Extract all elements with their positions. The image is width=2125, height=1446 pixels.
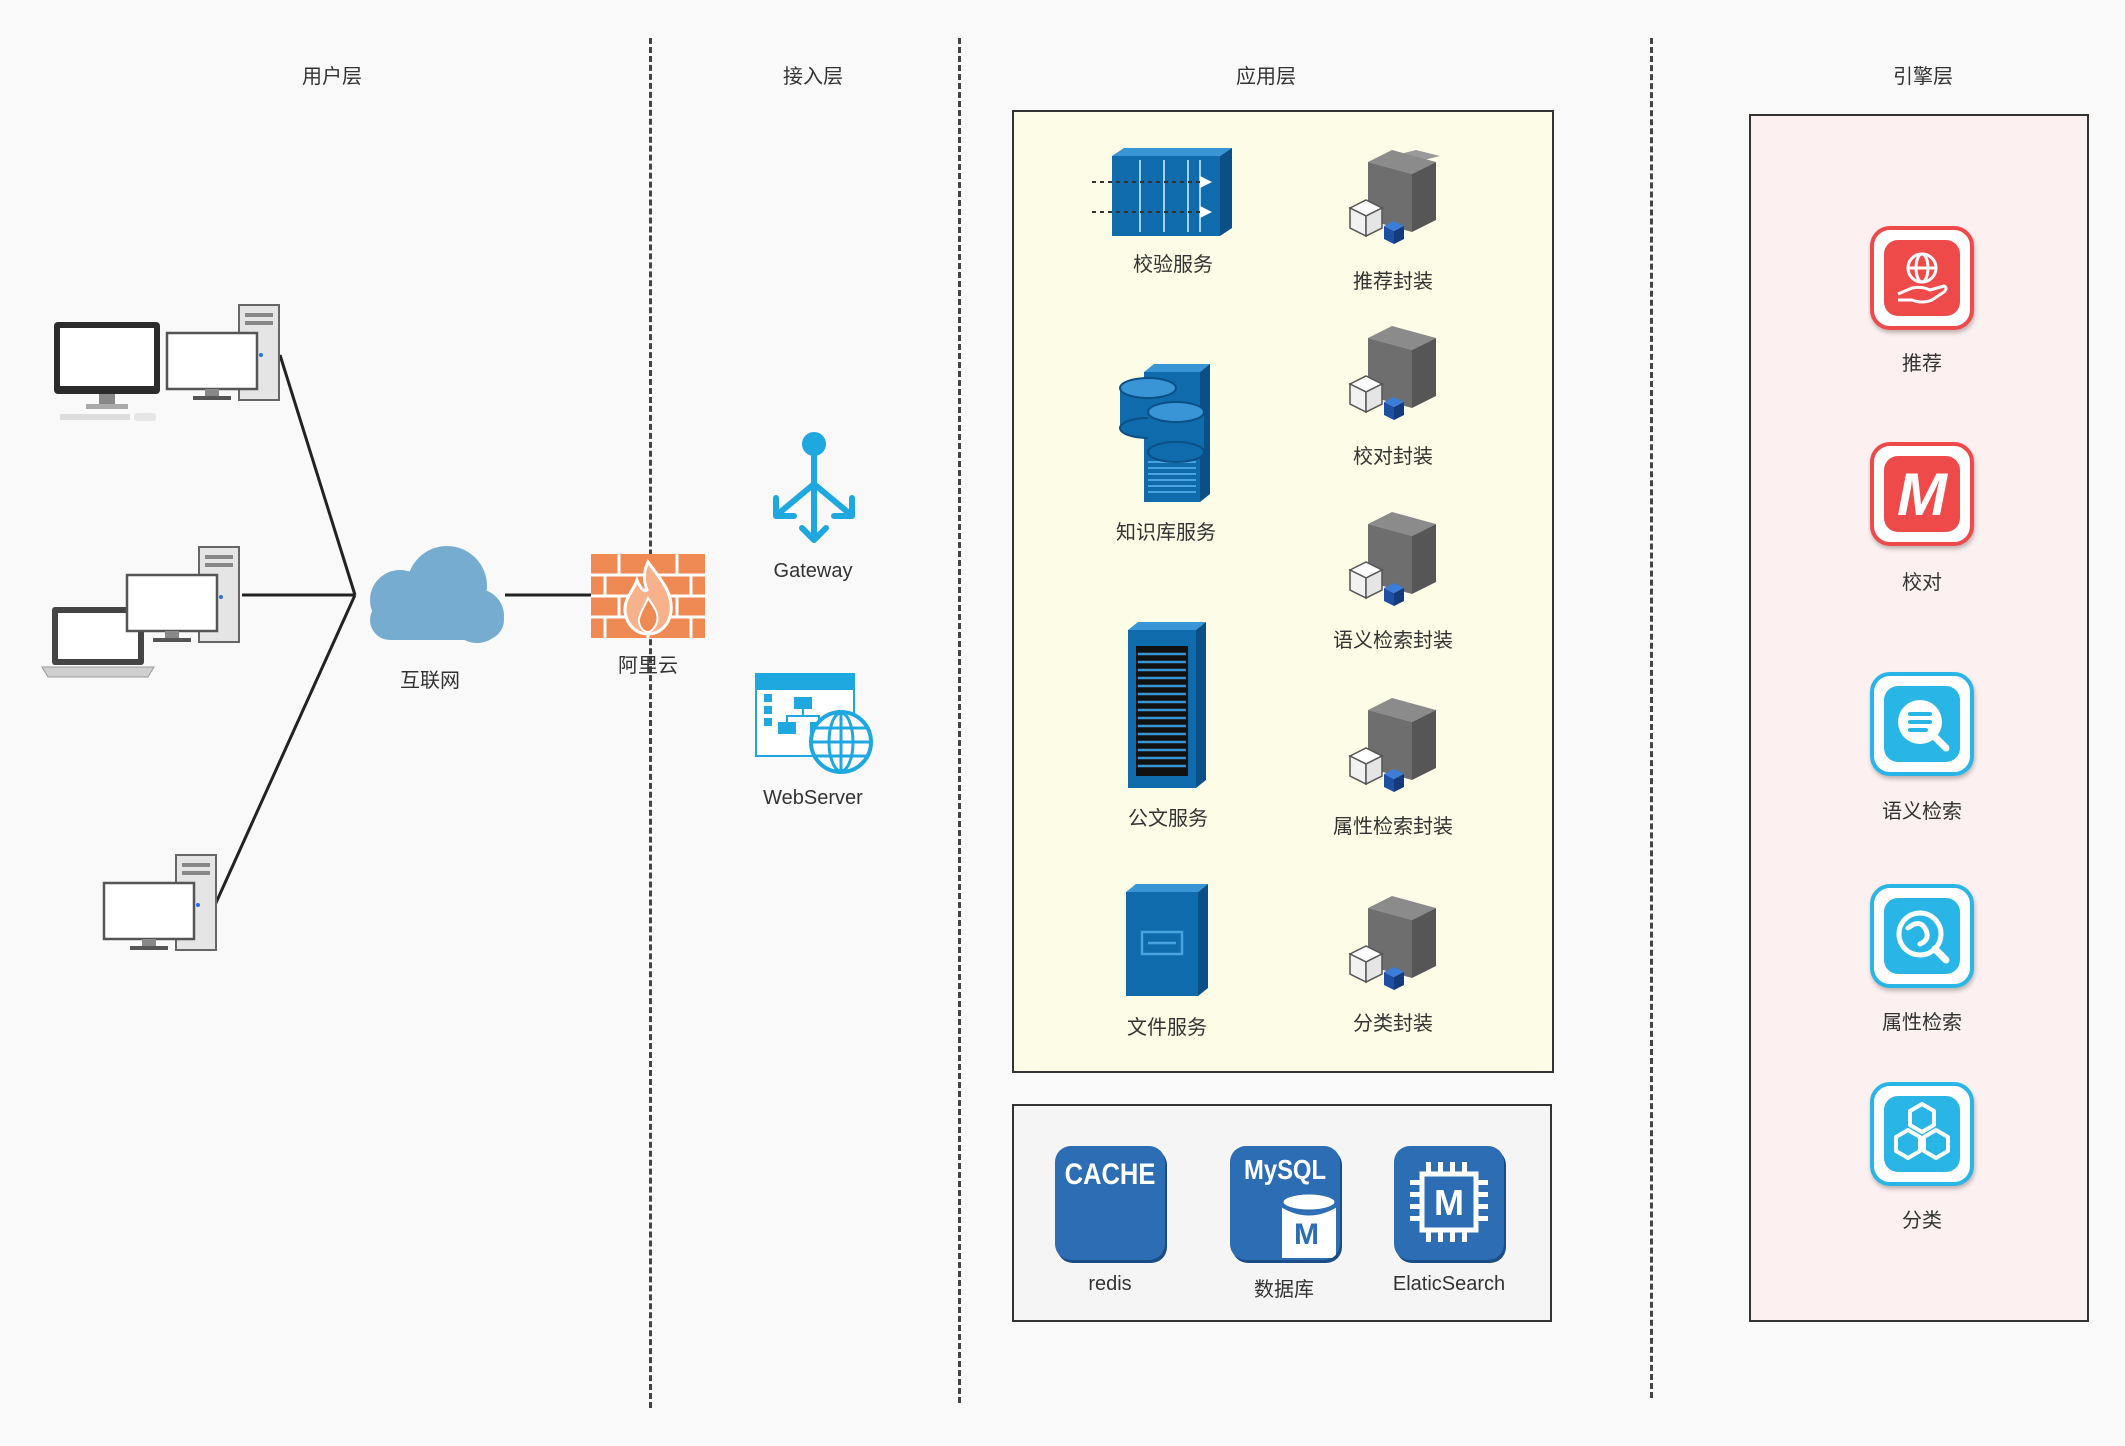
- gateway-icon: [770, 432, 858, 548]
- validation-service-icon: [1092, 146, 1237, 238]
- hexagons-icon: [1894, 1102, 1950, 1160]
- firewall-icon: [591, 554, 705, 638]
- elasticsearch-chip-icon: M: [1394, 1146, 1504, 1260]
- package-cube-icon: [1348, 896, 1438, 996]
- service-label: 校验服务: [1133, 254, 1213, 276]
- layer-title-app: 应用层: [1236, 66, 1296, 88]
- file-service-icon: [1122, 882, 1212, 998]
- engine-label: 推荐: [1902, 353, 1942, 375]
- knowledge-base-service-icon: [1118, 362, 1218, 504]
- wrapper-label: 推荐封装: [1353, 271, 1433, 293]
- mysql-database-icon: MySQL M: [1230, 1146, 1340, 1260]
- cloud-icon: [352, 538, 507, 653]
- gateway-label: Gateway: [773, 560, 853, 582]
- webserver-label: WebServer: [763, 787, 863, 809]
- search-loop-icon: [1896, 910, 1950, 964]
- service-label: 公文服务: [1128, 808, 1208, 830]
- workstation-icon: [165, 303, 283, 403]
- separator-access-app: [958, 38, 961, 1403]
- classify-engine-card[interactable]: [1870, 1082, 1974, 1186]
- globe-hand-icon: [1897, 252, 1948, 304]
- internet-label: 互联网: [400, 670, 460, 692]
- firewall-label: 阿里云: [618, 655, 678, 677]
- proofread-letter: M: [1897, 461, 1947, 528]
- service-label: 文件服务: [1127, 1017, 1207, 1039]
- package-cube-icon: [1348, 512, 1438, 612]
- engine-label: 分类: [1902, 1210, 1942, 1232]
- wrapper-label: 校对封装: [1353, 446, 1433, 468]
- search-list-icon: [1898, 700, 1950, 752]
- wrapper-label: 属性检索封装: [1333, 816, 1453, 838]
- webserver-icon: [754, 672, 876, 776]
- wrapper-label: 分类封装: [1353, 1013, 1433, 1035]
- document-service-icon: [1124, 620, 1212, 790]
- package-cube-icon: [1348, 326, 1438, 426]
- recommend-engine-card[interactable]: [1870, 226, 1974, 330]
- mysql-letter: M: [1294, 1218, 1319, 1251]
- mysql-badge-text: MySQL: [1244, 1154, 1326, 1185]
- package-cube-icon: [1348, 698, 1438, 798]
- es-letter: M: [1434, 1182, 1464, 1223]
- workstation-icon: [102, 853, 220, 953]
- laptop-icon: [38, 605, 158, 680]
- engine-label: 属性检索: [1882, 1012, 1962, 1034]
- desktop-monitor-icon: [52, 320, 164, 425]
- separator-user-access: [649, 38, 652, 1408]
- engine-label: 语义检索: [1882, 801, 1962, 823]
- workstation-icon: [125, 545, 243, 645]
- engine-label: 校对: [1902, 572, 1942, 594]
- mysql-label: 数据库: [1254, 1279, 1314, 1301]
- layer-title-user: 用户层: [302, 66, 362, 88]
- separator-app-engine: [1650, 38, 1653, 1398]
- service-label: 知识库服务: [1116, 522, 1216, 544]
- semantic-search-engine-card[interactable]: [1870, 672, 1974, 776]
- layer-title-engine: 引擎层: [1893, 66, 1953, 88]
- attribute-search-engine-card[interactable]: [1870, 884, 1974, 988]
- elasticsearch-label: ElaticSearch: [1392, 1273, 1506, 1295]
- package-cube-icon: [1348, 150, 1440, 250]
- wrapper-label: 语义检索封装: [1333, 630, 1453, 652]
- app-services-panel: [1012, 110, 1554, 1073]
- layer-title-access: 接入层: [783, 66, 843, 88]
- proofread-engine-card[interactable]: M: [1870, 442, 1974, 546]
- redis-label: redis: [1088, 1273, 1132, 1295]
- cache-badge-text: CACHE: [1064, 1158, 1156, 1191]
- redis-cache-icon: CACHE: [1055, 1146, 1165, 1260]
